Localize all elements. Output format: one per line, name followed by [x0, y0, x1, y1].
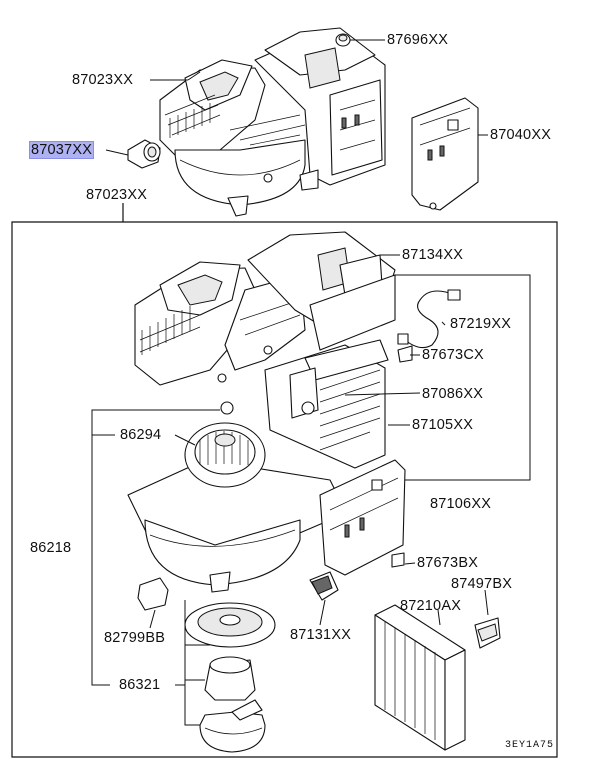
callout-87219[interactable]: 87219XX	[450, 316, 512, 332]
top-blower-unit	[159, 27, 386, 217]
filter-cover-part	[474, 617, 501, 649]
callout-87037-highlighted[interactable]: 87037XX	[28, 141, 95, 159]
duct-fitting-part	[127, 139, 161, 169]
callout-87673cx[interactable]: 87673CX	[422, 347, 484, 363]
callout-87131[interactable]: 87131XX	[290, 627, 352, 643]
assembly-frame	[11, 203, 558, 758]
wire-harness-part	[397, 289, 461, 349]
callout-87497bx[interactable]: 87497BX	[451, 576, 513, 592]
callout-86294[interactable]: 86294	[120, 427, 162, 443]
callout-87134[interactable]: 87134XX	[402, 247, 464, 263]
callout-87696[interactable]: 87696XX	[387, 32, 449, 48]
callout-87086[interactable]: 87086XX	[422, 386, 484, 402]
connector-part	[137, 577, 169, 611]
callout-86218[interactable]: 86218	[30, 540, 72, 556]
resistor-part	[309, 571, 339, 601]
callout-86321[interactable]: 86321	[119, 677, 161, 693]
callout-87105[interactable]: 87105XX	[412, 417, 474, 433]
diagram-code: 3EY1A75	[505, 740, 555, 751]
callout-82799[interactable]: 82799BB	[104, 630, 166, 646]
grommet-part	[335, 33, 351, 47]
callout-87210[interactable]: 87210AX	[400, 598, 462, 614]
blower-motor-part	[184, 602, 276, 753]
callout-87106[interactable]: 87106XX	[430, 496, 492, 512]
callout-87040[interactable]: 87040XX	[490, 127, 552, 143]
callout-87673bx[interactable]: 87673BX	[417, 555, 479, 571]
main-blower-unit	[127, 231, 413, 593]
side-panel-part	[411, 97, 479, 211]
air-filter-part	[374, 604, 466, 751]
callout-87023-top[interactable]: 87023XX	[72, 72, 134, 88]
callout-87023-frame[interactable]: 87023XX	[86, 187, 148, 203]
